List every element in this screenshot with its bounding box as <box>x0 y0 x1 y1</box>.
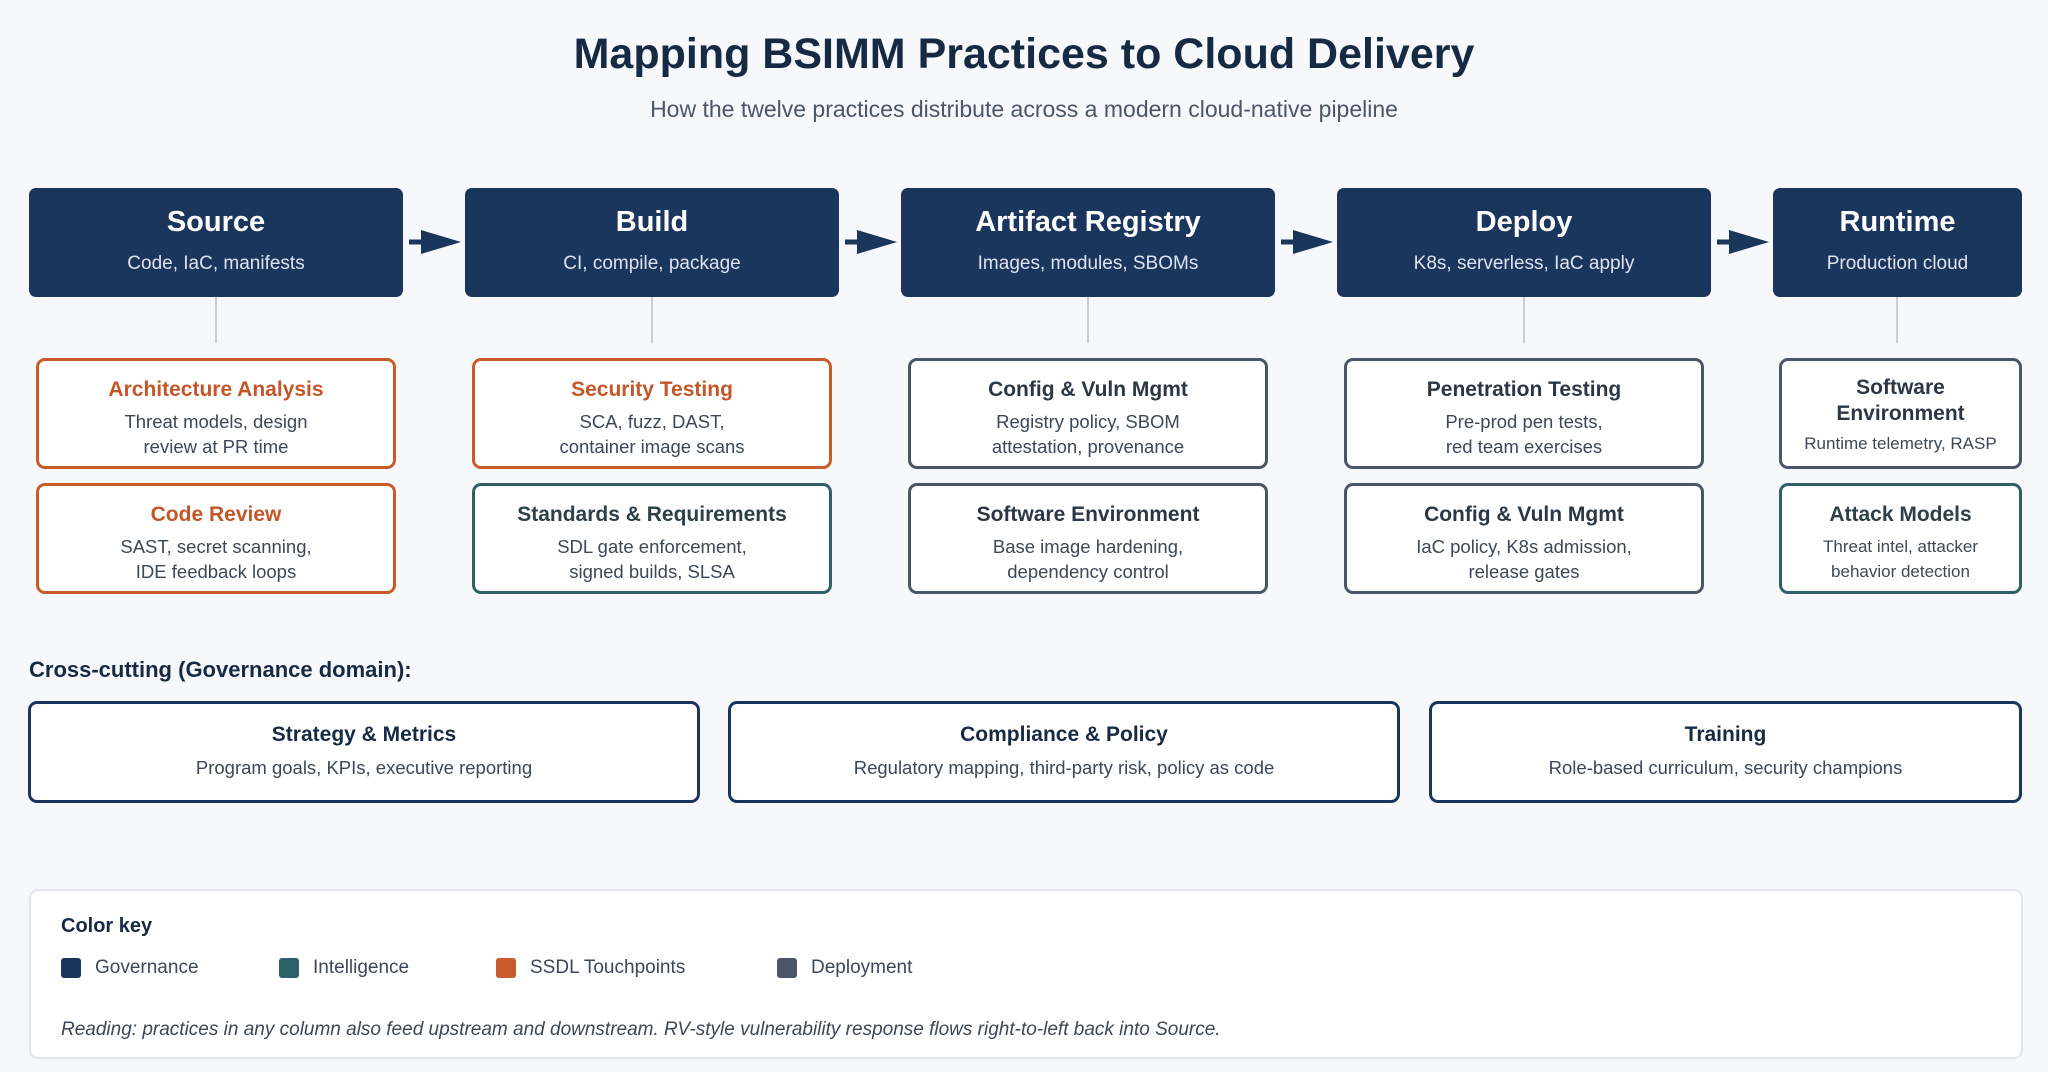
legend-label: Governance <box>95 957 199 978</box>
practice-title: Config & Vuln Mgmt <box>988 378 1188 401</box>
governance-title: Compliance & Policy <box>960 723 1168 746</box>
legend-label: Intelligence <box>313 957 410 978</box>
practice-title: Software Environment <box>976 503 1200 526</box>
color-key-heading: Color key <box>61 915 153 937</box>
governance-title: Training <box>1684 723 1767 746</box>
practice-title: Standards & Requirements <box>517 503 787 526</box>
practice-desc: SCA, fuzz, DAST, container image scans <box>559 411 745 457</box>
legend-swatch <box>61 958 81 978</box>
practice-card-config-vuln-mgmt: Config & Vuln Mgmt Registry policy, SBOM… <box>908 358 1268 469</box>
practice-title: Software Environment <box>1836 376 1965 425</box>
stage-desc: Production cloud <box>1826 253 1969 274</box>
stage-connector <box>1523 297 1525 343</box>
practice-card-software-environment: Software Environment Runtime telemetry, … <box>1779 358 2022 469</box>
stage-desc: K8s, serverless, IaC apply <box>1413 253 1635 274</box>
practice-card-attack-models: Attack Models Threat intel, attacker beh… <box>1779 483 2022 594</box>
stage-build: Build CI, compile, package <box>465 188 839 297</box>
practice-desc: Threat models, design review at PR time <box>124 411 308 457</box>
page-subtitle: How the twelve practices distribute acro… <box>650 96 1398 122</box>
practice-desc: Pre-prod pen tests, red team exercises <box>1445 411 1603 457</box>
flow-arrow-icon <box>409 230 461 254</box>
practice-card-architecture-analysis: Architecture Analysis Threat models, des… <box>36 358 396 469</box>
legend-item-intelligence: Intelligence <box>279 957 409 979</box>
stage-runtime: Runtime Production cloud <box>1773 188 2022 297</box>
governance-title: Strategy & Metrics <box>271 723 457 746</box>
flow-arrow-icon <box>845 230 897 254</box>
stage-artifact-registry: Artifact Registry Images, modules, SBOMs <box>901 188 1275 297</box>
governance-card-training: Training Role-based curriculum, security… <box>1429 701 2022 803</box>
practice-desc: IaC policy, K8s admission, release gates <box>1416 536 1632 582</box>
governance-card-strategy-metrics: Strategy & Metrics Program goals, KPIs, … <box>28 701 700 803</box>
practice-card-penetration-testing: Penetration Testing Pre-prod pen tests, … <box>1344 358 1704 469</box>
cross-cutting-heading: Cross-cutting (Governance domain): <box>29 657 412 682</box>
stage-name: Build <box>615 206 689 238</box>
reading-note: Reading: practices in any column also fe… <box>61 1019 1221 1040</box>
governance-card-compliance-policy: Compliance & Policy Regulatory mapping, … <box>728 701 1400 803</box>
legend-label: Deployment <box>811 957 913 978</box>
legend-swatch <box>279 958 299 978</box>
stage-desc: Code, IaC, manifests <box>127 253 305 274</box>
practice-card-security-testing: Security Testing SCA, fuzz, DAST, contai… <box>472 358 832 469</box>
practice-title: Code Review <box>150 503 282 526</box>
legend-item-ssdl-touchpoints: SSDL Touchpoints <box>496 957 685 979</box>
practice-title: Security Testing <box>571 378 733 401</box>
practice-card-code-review: Code Review SAST, secret scanning, IDE f… <box>36 483 396 594</box>
governance-desc: Program goals, KPIs, executive reporting <box>195 757 533 778</box>
legend-item-deployment: Deployment <box>777 957 912 979</box>
flow-arrow-icon <box>1281 230 1333 254</box>
practice-card-standards-requirements: Standards & Requirements SDL gate enforc… <box>472 483 832 594</box>
practice-title: Config & Vuln Mgmt <box>1424 503 1624 526</box>
stage-deploy: Deploy K8s, serverless, IaC apply <box>1337 188 1711 297</box>
practice-desc: SAST, secret scanning, IDE feedback loop… <box>120 536 312 582</box>
governance-desc: Regulatory mapping, third-party risk, po… <box>853 757 1275 778</box>
stage-source: Source Code, IaC, manifests <box>29 188 403 297</box>
stage-name: Deploy <box>1475 206 1573 238</box>
stage-connector <box>1896 297 1898 343</box>
stage-name: Runtime <box>1839 206 1956 238</box>
practice-card-software-environment: Software Environment Base image hardenin… <box>908 483 1268 594</box>
stage-connector <box>215 297 217 343</box>
color-key-panel: Color key Governance Intelligence SSDL T… <box>29 889 2023 1059</box>
legend-label: SSDL Touchpoints <box>530 957 686 978</box>
legend-swatch <box>777 958 797 978</box>
legend-swatch <box>496 958 516 978</box>
practice-desc: Threat intel, attacker behavior detectio… <box>1823 537 1978 581</box>
stage-name: Artifact Registry <box>975 206 1201 238</box>
stage-connector <box>651 297 653 343</box>
governance-desc: Role-based curriculum, security champion… <box>1548 757 1903 778</box>
flow-arrow-icon <box>1717 230 1769 254</box>
practice-desc: Runtime telemetry, RASP <box>1804 434 1997 453</box>
stage-desc: Images, modules, SBOMs <box>977 253 1199 274</box>
stage-name: Source <box>166 206 266 238</box>
legend-item-governance: Governance <box>61 957 199 979</box>
practice-desc: Registry policy, SBOM attestation, prove… <box>991 411 1185 457</box>
stage-desc: CI, compile, package <box>563 253 741 274</box>
practice-title: Attack Models <box>1829 503 1972 526</box>
practice-desc: Base image hardening, dependency control <box>992 536 1184 582</box>
stage-connector <box>1087 297 1089 343</box>
practice-card-config-vuln-mgmt: Config & Vuln Mgmt IaC policy, K8s admis… <box>1344 483 1704 594</box>
page-title: Mapping BSIMM Practices to Cloud Deliver… <box>573 30 1475 78</box>
practice-desc: SDL gate enforcement, signed builds, SLS… <box>557 536 747 582</box>
practice-title: Architecture Analysis <box>108 378 324 401</box>
practice-title: Penetration Testing <box>1426 378 1622 401</box>
